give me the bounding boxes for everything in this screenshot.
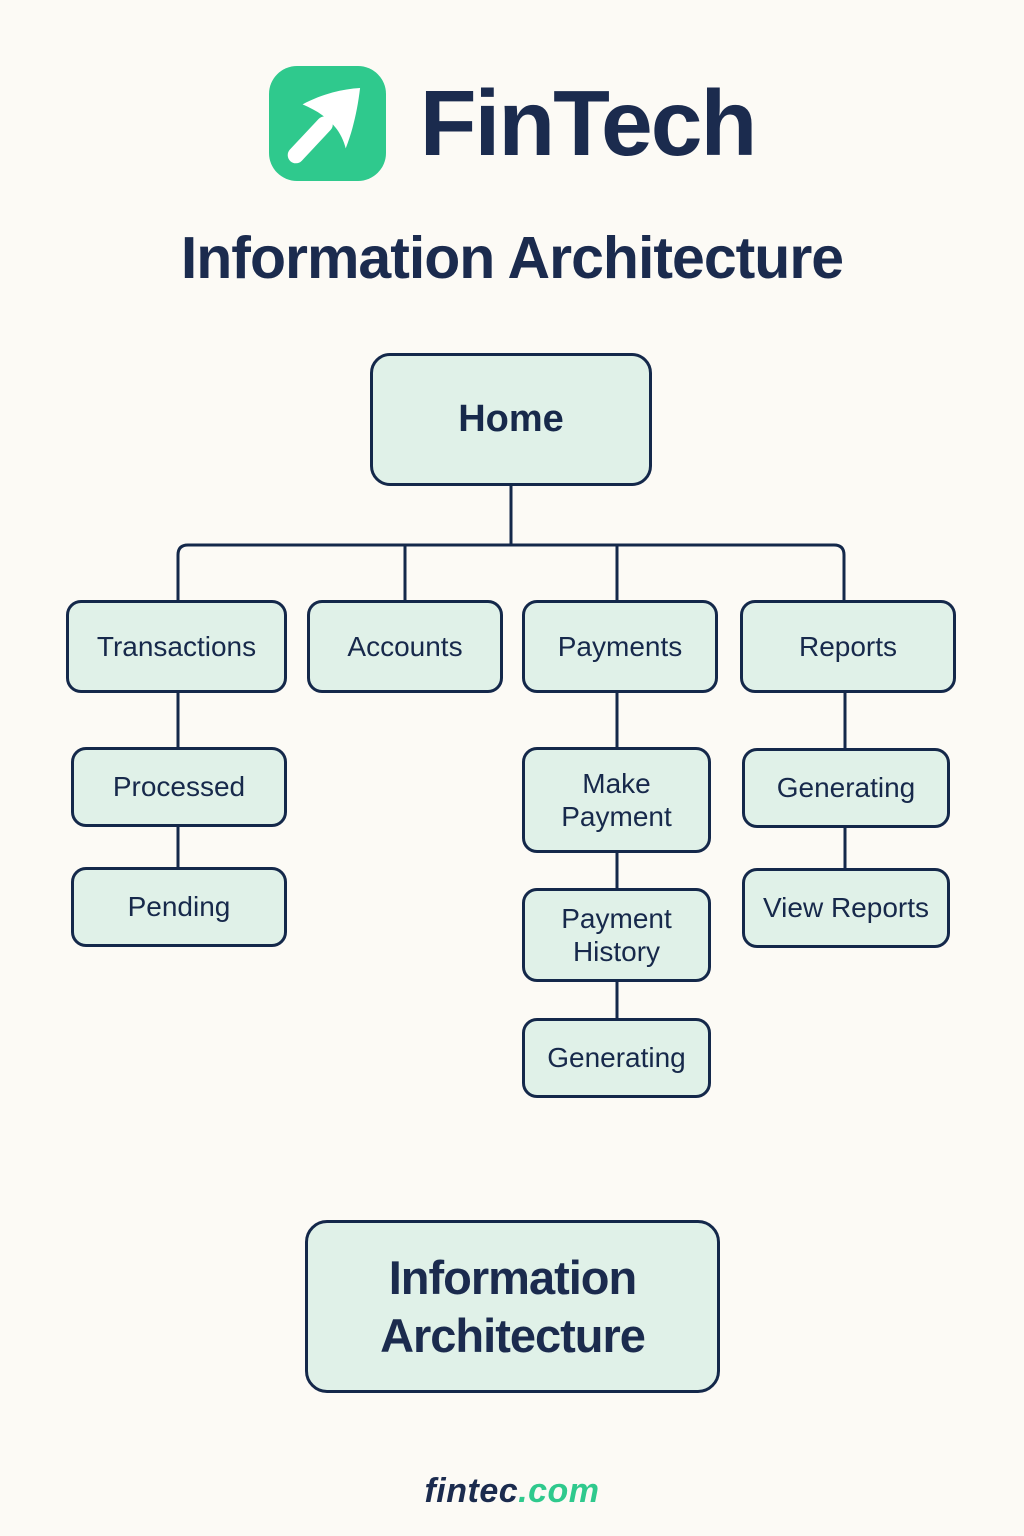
node-reports: Reports xyxy=(740,600,956,693)
node-view-reports: View Reports xyxy=(742,868,950,948)
node-payments: Payments xyxy=(522,600,718,693)
node-label: Make Payment xyxy=(561,767,672,832)
node-make-payment: Make Payment xyxy=(522,747,711,853)
node-pending: Pending xyxy=(71,867,287,947)
node-accounts: Accounts xyxy=(307,600,503,693)
arrow-up-right-icon xyxy=(268,66,386,181)
node-label: View Reports xyxy=(762,892,929,924)
node-processed: Processed xyxy=(71,747,287,827)
page-title: Information Architecture xyxy=(180,225,844,291)
node-label: Transactions xyxy=(96,630,257,662)
brand-name: FinTech xyxy=(419,71,758,175)
brand-header: FinTech xyxy=(0,66,1024,181)
footer: fintec.com xyxy=(0,1472,1024,1511)
node-reports-generating: Generating xyxy=(742,748,950,828)
node-label: Home xyxy=(458,398,564,441)
node-transactions: Transactions xyxy=(66,600,287,693)
bottom-caption-box: Information Architecture xyxy=(305,1220,720,1393)
node-label: Generating xyxy=(776,772,916,804)
node-label: Processed xyxy=(112,771,246,803)
node-label: Payment History xyxy=(561,902,672,967)
footer-tld: .com xyxy=(518,1472,600,1510)
bottom-caption-label: Information Architecture xyxy=(380,1251,646,1362)
node-label: Payments xyxy=(557,630,683,662)
node-payments-generating: Generating xyxy=(522,1018,711,1098)
node-payment-history: Payment History xyxy=(522,888,711,982)
node-home: Home xyxy=(370,353,652,486)
node-label: Pending xyxy=(127,891,231,923)
footer-domain: fintec xyxy=(424,1472,519,1510)
node-label: Accounts xyxy=(347,630,463,662)
node-label: Generating xyxy=(547,1042,686,1074)
node-label: Reports xyxy=(798,630,898,662)
